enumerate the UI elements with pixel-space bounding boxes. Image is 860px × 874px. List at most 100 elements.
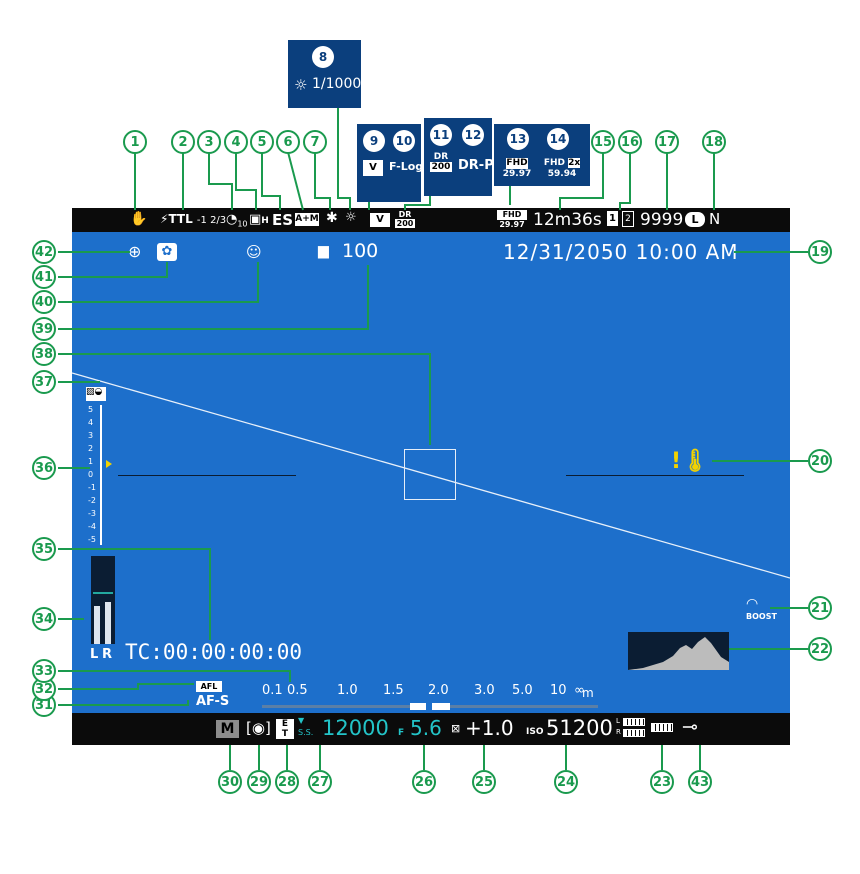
callout-number-37: 37 — [32, 370, 56, 394]
boost-mode-icon: ◠ — [746, 596, 759, 612]
distance-scale-label: 2.0 — [428, 683, 449, 698]
power-supply-icon: ⊸ — [682, 716, 698, 738]
callout-number-2: 2 — [171, 130, 195, 154]
exposure-scale-label: -5 — [88, 535, 96, 544]
focus-frame[interactable] — [404, 449, 456, 500]
callout-number-25: 25 — [472, 770, 496, 794]
callout-number-43: 43 — [688, 770, 712, 794]
face-detection-icon: ☺ — [246, 243, 262, 261]
flash-compensation: -1 2/3 — [196, 215, 227, 226]
callout-8-text: 1/10000 — [312, 76, 371, 92]
shooting-mode-indicator: M — [216, 720, 239, 738]
distance-scale-label: 0.5 — [287, 683, 308, 698]
callout-number-12: 12 — [462, 124, 484, 146]
exposure-scale-label: -1 — [88, 483, 96, 492]
distance-scale-label: 0.1 — [262, 683, 283, 698]
callout-9-video-icon: V — [363, 160, 383, 176]
callout-14-top: FHD — [543, 158, 565, 168]
flash-icon: ⚡ — [160, 212, 169, 226]
top-status-bar — [72, 208, 790, 232]
focus-mode-indicator: AF-S — [196, 694, 230, 709]
callout-number-3: 3 — [197, 130, 221, 154]
shutter-indicator-arc: ▼ — [298, 716, 305, 725]
callout-box-9-10: 9 10 V F-Log — [357, 124, 423, 202]
aperture-prefix: F — [398, 728, 405, 738]
callout-number-23: 23 — [650, 770, 674, 794]
callout-14-fhd-icon: FHD 2x 59.94 — [540, 158, 584, 180]
callout-11-dr-icon: DR 200 — [430, 152, 452, 172]
callout-number-11: 11 — [430, 124, 452, 146]
dr-value: 200 — [395, 219, 415, 228]
continuous-mode-icon: ▣H — [249, 212, 269, 227]
focus-check-icon: ⊕ — [128, 242, 142, 261]
callout-number-35: 35 — [32, 537, 56, 561]
image-stabilization-off-icon: ✋ — [130, 211, 148, 227]
electronic-level-line — [72, 372, 790, 579]
callout-number-13: 13 — [507, 128, 529, 150]
callout-number-39: 39 — [32, 317, 56, 341]
callout-box-13-14: 13 14 FHD 29.97 FHD 2x 59.94 — [494, 124, 590, 186]
exposure-scale-label: -4 — [88, 522, 96, 531]
audio-peak-marker — [93, 592, 113, 594]
callout-number-38: 38 — [32, 342, 56, 366]
iso-value: 51200 — [546, 716, 613, 740]
distance-unit: m — [582, 686, 594, 700]
grip-battery-r-icon — [623, 729, 645, 737]
audio-channel-r: R — [102, 647, 113, 662]
callout-number-21: 21 — [808, 596, 832, 620]
distance-scale-label: ∞ — [574, 683, 585, 698]
callout-11-bottom: 200 — [430, 162, 452, 172]
callout-box-8: 8 ☼ 1/10000 — [288, 40, 370, 108]
callout-number-8: 8 — [312, 46, 334, 68]
audio-level-meter — [91, 556, 115, 644]
frames-remaining: 9999 — [640, 210, 684, 230]
callout-14-bottom: 59.94 — [547, 169, 577, 179]
lens-is-icon: ✿ — [157, 243, 177, 261]
distance-scale-label: 3.0 — [474, 683, 495, 698]
callout-number-34: 34 — [32, 607, 56, 631]
aperture-value: 5.6 — [410, 716, 442, 740]
distance-scale-bar — [262, 703, 598, 710]
grip-battery-l-icon — [623, 718, 645, 726]
callout-number-20: 20 — [808, 449, 832, 473]
date-time-display: 12/31/2050 10:00 AM — [503, 240, 739, 264]
focus-distance-marker — [426, 703, 432, 710]
callout-number-18: 18 — [702, 130, 726, 154]
dynamic-range-indicator: DR 200 — [395, 210, 415, 228]
exposure-scale-label: -3 — [88, 509, 96, 518]
exposure-scale-label: 5 — [88, 405, 94, 414]
self-timer-icon: ◔10 — [226, 212, 248, 229]
callout-number-6: 6 — [276, 130, 300, 154]
flicker-reduction-icon: ☼ — [345, 210, 357, 225]
exposure-scale-label: 1 — [88, 457, 94, 466]
callout-number-40: 40 — [32, 290, 56, 314]
recording-time-remaining: 12m36s — [533, 210, 602, 230]
exposure-mode-icon: ▨◒ — [86, 387, 106, 401]
exposure-scale-bar — [100, 405, 102, 545]
level-guide-left — [118, 475, 296, 476]
flash-ttl-label: TTL — [168, 212, 193, 226]
distance-scale-label: 1.5 — [383, 683, 404, 698]
frame-rate-value: 29.97 — [499, 220, 525, 229]
callout-number-1: 1 — [123, 130, 147, 154]
callout-number-24: 24 — [554, 770, 578, 794]
timecode-display: TC:00:00:00:00 — [125, 640, 303, 664]
callout-number-30: 30 — [218, 770, 242, 794]
image-size-indicator: L — [685, 212, 705, 227]
callout-number-22: 22 — [808, 637, 832, 661]
exposure-scale-label: 2 — [88, 444, 94, 453]
callout-number-9: 9 — [363, 130, 385, 152]
callout-number-27: 27 — [308, 770, 332, 794]
callout-number-4: 4 — [224, 130, 248, 154]
audio-level-right — [105, 602, 111, 644]
movie-mode-indicator: FHD 29.97 — [497, 210, 527, 230]
exposure-scale-label: 4 — [88, 418, 94, 427]
film-simulation-video-icon: V — [370, 213, 390, 227]
distance-scale-label: 5.0 — [512, 683, 533, 698]
distance-scale-label: 10 — [550, 683, 567, 698]
shutter-speed-value: 12000 — [322, 716, 389, 740]
callout-number-33: 33 — [32, 659, 56, 683]
callout-number-14: 14 — [547, 128, 569, 150]
